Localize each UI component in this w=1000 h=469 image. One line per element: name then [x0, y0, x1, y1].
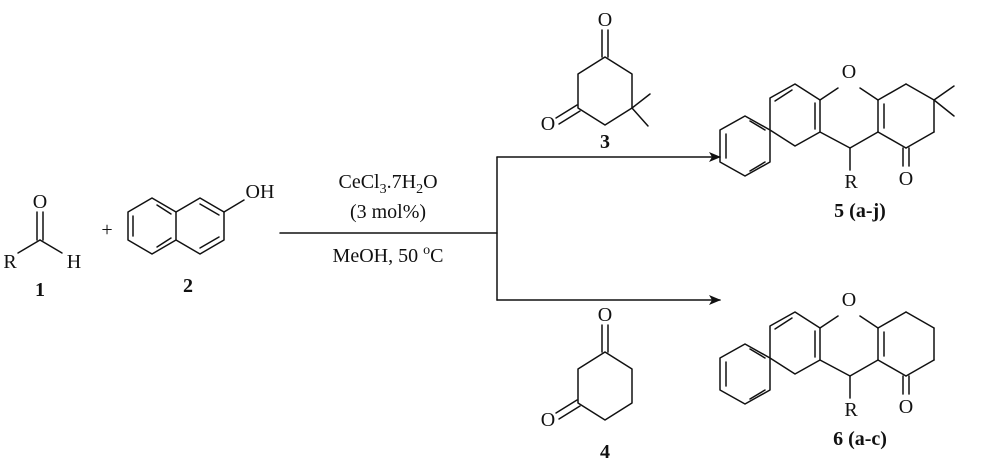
product-5-structure: O O R	[719, 61, 955, 193]
solvent-temperature-text: MeOH, 50 oC	[333, 243, 444, 267]
dione-oxygen-top: O	[598, 304, 612, 326]
dione-oxygen-bottom: O	[541, 409, 555, 431]
product-6-keto-oxygen: O	[899, 396, 913, 418]
plus-sign: +	[101, 219, 112, 241]
dimedone-structure: O O	[541, 9, 651, 135]
product-6-r-group: R	[844, 399, 858, 421]
product-5-keto-oxygen: O	[899, 168, 913, 190]
catalyst-loading-text: (3 mol%)	[350, 201, 426, 223]
hydroxyl-group: OH	[246, 181, 275, 203]
naphthol-structure: OH	[127, 181, 275, 255]
product-5-r-group: R	[844, 171, 858, 193]
compound-2-label: 2	[183, 275, 193, 297]
product-5-ring-oxygen: O	[842, 61, 856, 83]
compound-1-label: 1	[35, 279, 45, 301]
compound-5-label: 5 (a-j)	[834, 200, 886, 222]
cyclohexanedione-structure: O O	[541, 304, 633, 431]
catalyst-text: CeCl3.7H2O	[338, 171, 437, 197]
product-6-structure: O O R	[719, 289, 935, 421]
compound-3-label: 3	[600, 131, 610, 153]
dimedone-oxygen-top: O	[598, 9, 612, 31]
aldehyde-r-group: R	[3, 251, 17, 273]
aldehyde-structure: O R H	[3, 191, 81, 273]
dimedone-oxygen-bottom: O	[541, 113, 555, 135]
product-6-ring-oxygen: O	[842, 289, 856, 311]
compound-6-label: 6 (a-c)	[833, 428, 887, 450]
compound-4-label: 4	[600, 441, 610, 463]
aldehyde-hydrogen-atom: H	[67, 251, 81, 273]
aldehyde-oxygen-atom: O	[33, 191, 47, 213]
